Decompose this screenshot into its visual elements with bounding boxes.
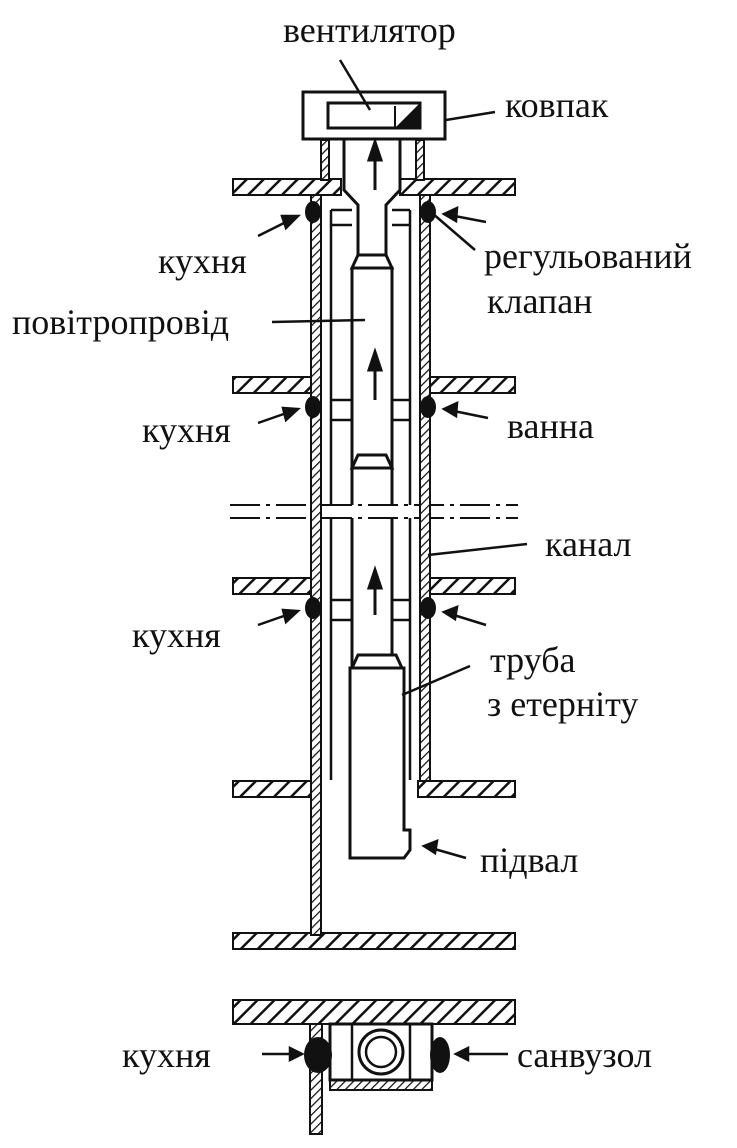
leaders — [257, 59, 528, 1063]
label-kukhnia-1: кухня — [158, 241, 247, 281]
label-rehulovanyi: регульований — [484, 236, 692, 276]
label-povitroprovid: повітропровід — [12, 302, 229, 342]
plan-vent-right — [430, 1037, 450, 1073]
inner-channels — [329, 210, 412, 780]
plan-slab — [232, 999, 516, 1025]
label-vanna: ванна — [507, 406, 594, 446]
floor-slab-2-right — [424, 376, 516, 394]
vent-right-1 — [420, 201, 436, 223]
floor-slabs — [232, 178, 516, 950]
leader-truba — [401, 664, 471, 697]
channel-walls — [310, 139, 431, 936]
airflow-arrows — [366, 137, 384, 615]
duct-segment-mid — [350, 518, 394, 668]
label-ventilator: вентилятор — [283, 10, 456, 50]
channel-wall-left — [310, 194, 322, 936]
label-truba: труба — [490, 640, 576, 680]
floor-slab-2-left — [232, 376, 316, 394]
label-kukhnia-4: кухня — [122, 1035, 211, 1075]
leader-ventilator — [338, 59, 372, 111]
fan-blade — [395, 103, 420, 128]
wall-vents — [305, 201, 436, 619]
leader-povitroprovid — [271, 318, 366, 324]
plan-pipe-inner — [364, 1035, 398, 1069]
vent-left-2 — [305, 396, 321, 418]
floor-slab-3-right — [424, 577, 516, 595]
label-z-eternitu: з етерніту — [487, 684, 638, 724]
leader-klapan — [431, 212, 476, 251]
floor-slab-1-right — [399, 178, 516, 196]
floor-slab-1-left — [232, 178, 342, 196]
duct-segment-top — [342, 139, 402, 255]
vent-left-1 — [305, 201, 321, 223]
floor-slab-4-left — [232, 780, 316, 798]
label-kovpak: ковпак — [505, 85, 609, 125]
air-duct — [342, 139, 412, 860]
label-kanal: канал — [545, 524, 631, 564]
plan-view — [232, 999, 516, 1135]
floor-slab-basement — [232, 932, 516, 950]
vent-right-3 — [420, 597, 436, 619]
label-sanvuzol: санвузол — [517, 1035, 652, 1075]
duct-reducer-1 — [349, 253, 395, 270]
plan-vent-left — [304, 1037, 332, 1073]
duct-reducer-2 — [349, 453, 395, 470]
cap-assembly — [301, 90, 447, 141]
leader-kanal — [427, 542, 528, 557]
eternit-pipe — [348, 666, 412, 860]
break-lines — [230, 504, 518, 519]
duct-reducer-3 — [349, 653, 405, 670]
channel-wall-left-top — [320, 139, 330, 181]
labels: вентилятор ковпак кухня регульований кла… — [12, 10, 692, 1075]
vent-left-3 — [305, 597, 321, 619]
label-pidval: підвал — [480, 840, 578, 880]
label-kukhnia-2: кухня — [142, 410, 231, 450]
label-klapan: клапан — [487, 281, 592, 321]
duct-branch-details — [331, 208, 410, 622]
label-kukhnia-3: кухня — [132, 615, 221, 655]
floor-slab-3-left — [232, 577, 316, 595]
channel-wall-right-top — [415, 139, 425, 181]
leader-kovpak — [445, 110, 496, 122]
vent-right-2 — [420, 396, 436, 418]
floor-slab-4-right — [417, 780, 516, 798]
channel-wall-right — [419, 194, 431, 782]
